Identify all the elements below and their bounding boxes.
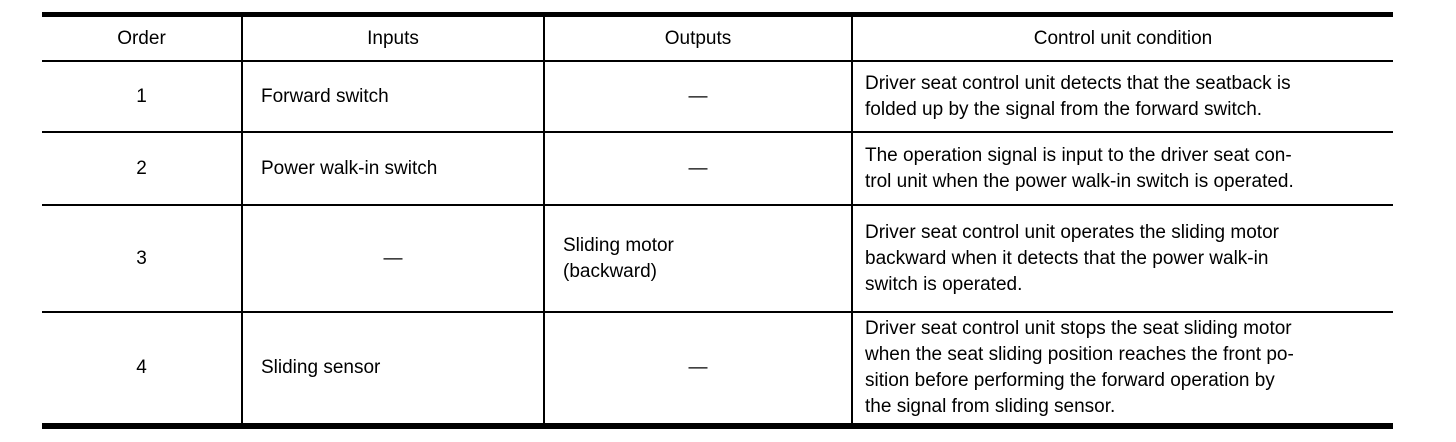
cell-condition-row2: The operation signal is input to the dri… <box>853 133 1393 206</box>
cell-condition-row1: Driver seat control unit detects that th… <box>853 62 1393 133</box>
cell-outputs-row3: Sliding motor (backward) <box>545 206 853 313</box>
column-header-outputs: Outputs <box>545 17 853 62</box>
cell-order-row1: 1 <box>42 62 243 133</box>
control-unit-condition-table: Order Inputs Outputs Control unit condit… <box>42 12 1393 429</box>
cell-outputs-row1: — <box>545 62 853 133</box>
cell-order-row2: 2 <box>42 133 243 206</box>
cell-inputs-row4: Sliding sensor <box>243 313 545 423</box>
cell-inputs-row3: — <box>243 206 545 313</box>
cell-order-row4: 4 <box>42 313 243 423</box>
cell-condition-row4: Driver seat control unit stops the seat … <box>865 318 1294 417</box>
cell-inputs-row1: Forward switch <box>243 62 545 133</box>
cell-inputs-row2: Power walk-in switch <box>243 133 545 206</box>
cell-order-row3: 3 <box>42 206 243 313</box>
cell-outputs-row4: — <box>545 313 853 423</box>
cell-condition-row3: Driver seat control unit operates the sl… <box>853 206 1393 313</box>
column-header-order: Order <box>42 17 243 62</box>
column-header-inputs: Inputs <box>243 17 545 62</box>
cell-outputs-row2: — <box>545 133 853 206</box>
column-header-control-unit-condition: Control unit condition <box>853 17 1393 62</box>
